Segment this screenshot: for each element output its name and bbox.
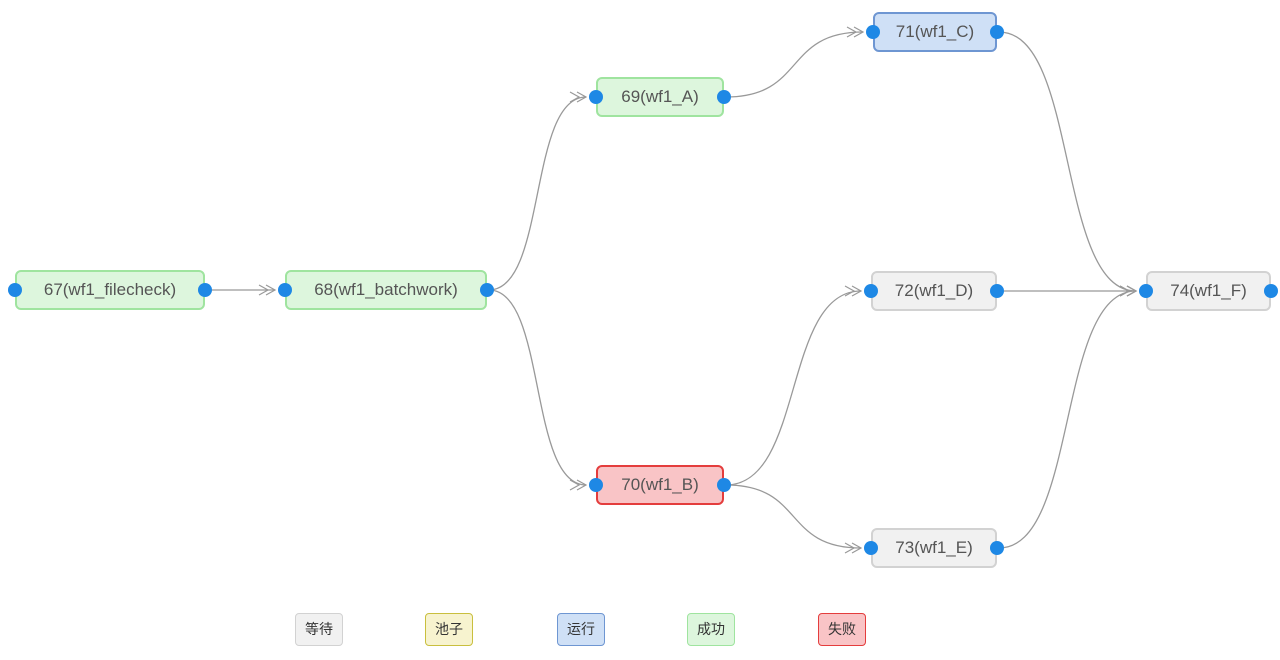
edge-73-74: [998, 285, 1138, 549]
connector-dot-left[interactable]: [864, 284, 878, 298]
connector-dot-left[interactable]: [1139, 284, 1153, 298]
connector-dot-right[interactable]: [990, 25, 1004, 39]
connector-dot-right[interactable]: [717, 90, 731, 104]
connector-dot-right[interactable]: [198, 283, 212, 297]
node-label: 69(wf1_A): [621, 87, 699, 106]
edge-70-72: [725, 285, 863, 486]
edge-group: [207, 26, 1138, 554]
workflow-node-73[interactable]: 73(wf1_E): [864, 528, 1004, 568]
connector-dot-right[interactable]: [1264, 284, 1278, 298]
connector-dot-right[interactable]: [717, 478, 731, 492]
node-label: 67(wf1_filecheck): [43, 280, 177, 299]
edge-69-71: [725, 26, 865, 98]
workflow-node-74[interactable]: 74(wf1_F): [1139, 271, 1278, 311]
connector-dot-left[interactable]: [8, 283, 22, 297]
edge-68-69: [488, 91, 588, 291]
connector-dot-left[interactable]: [864, 541, 878, 555]
node-label: 72(wf1_D): [894, 281, 974, 300]
workflow-node-68[interactable]: 68(wf1_batchwork): [278, 270, 494, 310]
connector-dot-left[interactable]: [589, 90, 603, 104]
workflow-node-69[interactable]: 69(wf1_A): [589, 77, 731, 117]
connector-dot-right[interactable]: [990, 284, 1004, 298]
connector-dot-right[interactable]: [480, 283, 494, 297]
workflow-node-67[interactable]: 67(wf1_filecheck): [8, 270, 212, 310]
node-label: 71(wf1_C): [895, 22, 975, 41]
node-label: 68(wf1_batchwork): [314, 280, 458, 299]
connector-dot-left[interactable]: [278, 283, 292, 297]
workflow-node-71[interactable]: 71(wf1_C): [866, 12, 1004, 52]
workflow-node-72[interactable]: 72(wf1_D): [864, 271, 1004, 311]
edge-71-74: [998, 31, 1138, 297]
edge-70-73: [725, 484, 863, 554]
connector-dot-right[interactable]: [990, 541, 1004, 555]
node-label: 73(wf1_E): [895, 538, 973, 557]
connector-dot-left[interactable]: [589, 478, 603, 492]
edge-68-70: [488, 289, 588, 491]
workflow-node-70[interactable]: 70(wf1_B): [589, 465, 731, 505]
node-label: 74(wf1_F): [1170, 281, 1247, 300]
connector-dot-left[interactable]: [866, 25, 880, 39]
node-label: 70(wf1_B): [621, 475, 699, 494]
